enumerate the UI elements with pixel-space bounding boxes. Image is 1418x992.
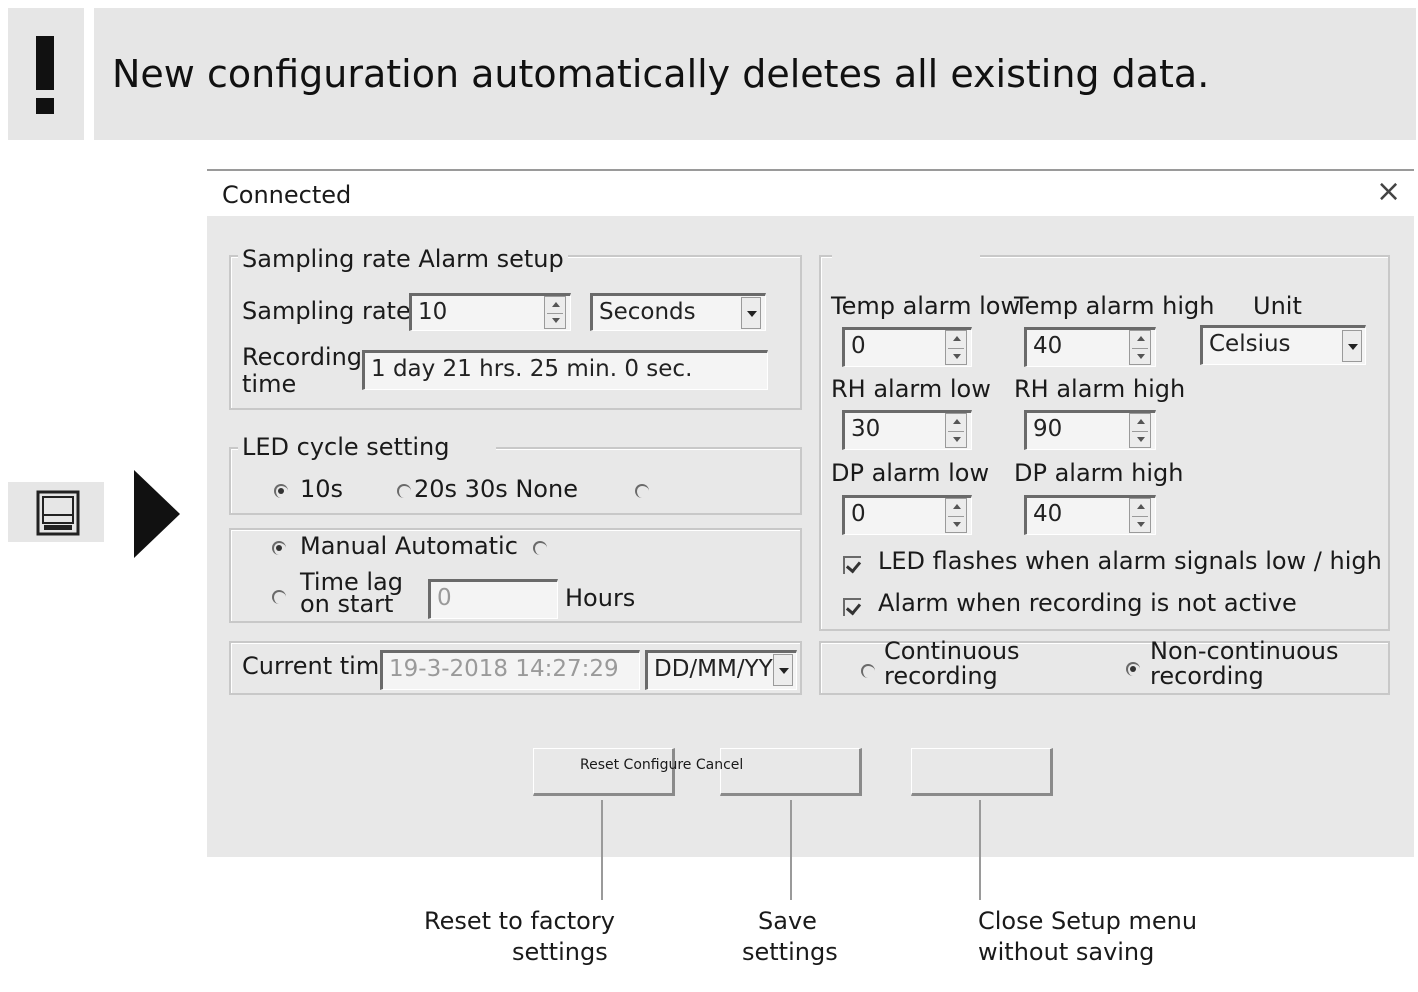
caption-close-2: without saving — [978, 938, 1155, 966]
temp-alarm-low-label: Temp alarm low — [831, 292, 1021, 320]
hours-label: Hours — [565, 584, 636, 612]
recording-mode-group — [819, 641, 1390, 695]
alarm-group — [819, 255, 1390, 631]
chevron-down-icon[interactable] — [1342, 330, 1362, 362]
start-mode-group — [229, 528, 802, 623]
chevron-down-icon[interactable] — [741, 297, 761, 329]
date-format-select[interactable]: DD/MM/YY — [645, 650, 797, 690]
time-lag-input[interactable]: 0 — [428, 579, 558, 619]
led-20s-radio[interactable] — [397, 484, 411, 498]
chevron-down-icon[interactable] — [773, 654, 793, 686]
caption-close-1: Close Setup menu — [978, 907, 1198, 935]
manual-radio[interactable] — [272, 541, 286, 555]
noncontinuous-label-1: Non-continuous — [1150, 637, 1339, 665]
sampling-rate-spinner[interactable] — [544, 296, 566, 329]
exclamation-icon-dot — [36, 98, 54, 114]
alarm-inactive-checkbox[interactable] — [843, 598, 861, 616]
recording-time-label-1: Recording — [242, 343, 363, 371]
continuous-radio[interactable] — [861, 664, 875, 678]
dialog-title: Connected — [222, 181, 352, 209]
time-lag-radio[interactable] — [272, 590, 286, 604]
led-group-title: LED cycle setting — [238, 433, 496, 461]
led-flash-checkbox[interactable] — [843, 556, 861, 574]
save-icon-box[interactable] — [8, 482, 104, 542]
recording-time-field: 1 day 21 hrs. 25 min. 0 sec. — [362, 350, 768, 390]
caption-reset-1: Reset to factory — [424, 907, 615, 935]
dp-alarm-low-spinner[interactable] — [945, 498, 967, 533]
led-10s-radio[interactable] — [274, 484, 288, 498]
temp-alarm-high-label: Temp alarm high — [1014, 292, 1215, 320]
recording-time-label-2: time — [242, 370, 297, 398]
rh-alarm-high-label: RH alarm high — [1014, 375, 1186, 403]
dp-alarm-high-label: DP alarm high — [1014, 459, 1184, 487]
current-time-field: 19-3-2018 14:27:29 — [380, 650, 640, 690]
rh-alarm-low-label: RH alarm low — [831, 375, 991, 403]
dp-alarm-high-spinner[interactable] — [1129, 498, 1151, 533]
manual-automatic-label: Manual Automatic — [300, 532, 518, 560]
noncontinuous-radio[interactable] — [1126, 662, 1140, 676]
leader-line-reset — [601, 800, 603, 900]
led-options-label: 20s 30s None — [414, 475, 578, 503]
leader-line-close — [979, 800, 981, 900]
temp-alarm-high-spinner[interactable] — [1129, 330, 1151, 365]
warning-banner — [94, 8, 1416, 140]
led-10s-label: 10s — [300, 475, 344, 503]
warning-text: New configuration automatically deletes … — [112, 52, 1210, 96]
caption-save-2: settings — [742, 938, 838, 966]
caption-save-1: Save — [758, 907, 817, 935]
sampling-group-title: Sampling rate Alarm setup — [238, 245, 568, 273]
unit-select[interactable]: Celsius — [1200, 325, 1366, 365]
current-time-label: Current time — [242, 652, 394, 680]
dialog-title-bar — [207, 169, 1414, 216]
alarm-group-title-gap — [832, 254, 980, 258]
buttons-label: Reset Configure Cancel — [580, 757, 744, 773]
noncontinuous-label-2: recording — [1150, 662, 1264, 690]
pointer-arrow-icon — [134, 470, 180, 558]
caption-reset-2: settings — [512, 938, 608, 966]
save-icon — [36, 490, 80, 536]
led-none-radio[interactable] — [635, 484, 649, 498]
current-time-group — [229, 641, 802, 695]
time-lag-label-2: on start — [300, 590, 394, 618]
close-icon[interactable]: × — [1376, 174, 1402, 209]
dp-alarm-low-label: DP alarm low — [831, 459, 990, 487]
leader-line-save — [790, 800, 792, 900]
automatic-radio[interactable] — [533, 541, 547, 555]
cancel-button[interactable] — [911, 748, 1053, 796]
continuous-label-2: recording — [884, 662, 998, 690]
led-group — [229, 447, 802, 515]
sampling-rate-label: Sampling rate — [242, 297, 411, 325]
rh-alarm-low-spinner[interactable] — [945, 413, 967, 448]
rh-alarm-high-spinner[interactable] — [1129, 413, 1151, 448]
temp-alarm-low-spinner[interactable] — [945, 330, 967, 365]
unit-label: Unit — [1253, 292, 1302, 320]
continuous-label-1: Continuous — [884, 637, 1020, 665]
reset-button[interactable] — [533, 748, 675, 796]
led-flash-label: LED flashes when alarm signals low / hig… — [878, 547, 1382, 575]
time-lag-label-1: Time lag — [300, 568, 403, 596]
alarm-inactive-label: Alarm when recording is not active — [878, 589, 1297, 617]
exclamation-icon — [36, 36, 54, 90]
configure-button[interactable] — [720, 748, 862, 796]
sampling-unit-select[interactable]: Seconds — [590, 293, 766, 331]
